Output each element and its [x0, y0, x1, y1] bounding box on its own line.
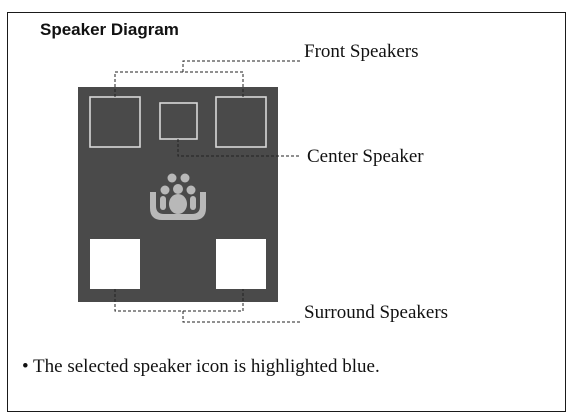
surround-right-speaker — [216, 239, 266, 289]
center-leader-line — [177, 139, 300, 157]
front-leader-line — [114, 60, 300, 97]
center-speaker-label: Center Speaker — [307, 146, 424, 167]
highlight-note: • The selected speaker icon is highlight… — [22, 356, 380, 377]
surround-left-speaker — [90, 239, 140, 289]
diagram-title: Speaker Diagram — [40, 20, 179, 39]
front-right-speaker — [215, 96, 267, 148]
speaker-diagram — [78, 60, 300, 323]
surround-leader-line — [114, 289, 300, 323]
surround-speakers-label: Surround Speakers — [304, 302, 449, 323]
front-speakers-label: Front Speakers — [304, 41, 419, 62]
listener-icon — [150, 173, 206, 220]
